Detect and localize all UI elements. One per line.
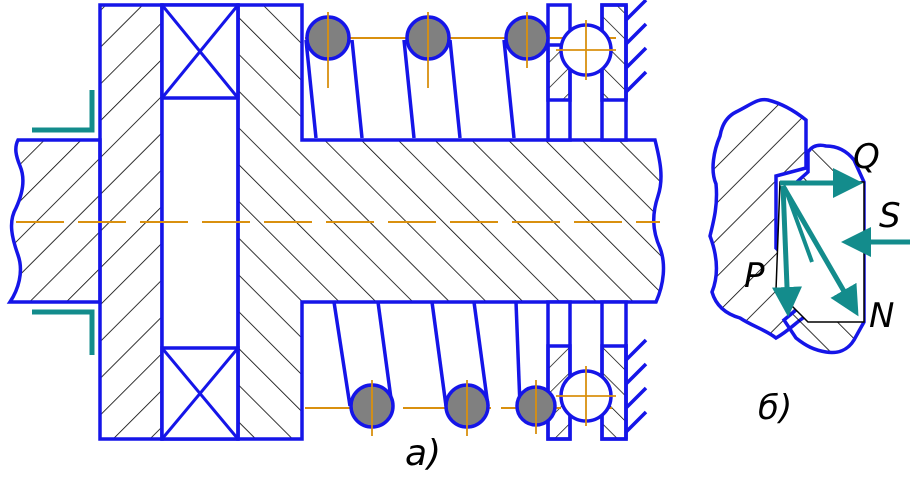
fixed-support-top bbox=[624, 0, 648, 100]
force-vectors bbox=[772, 168, 910, 317]
ball-centerlines-top bbox=[327, 12, 616, 88]
force-label-p: P bbox=[744, 256, 765, 296]
caption-view-a: a) bbox=[405, 433, 442, 474]
force-label-q: Q bbox=[853, 137, 880, 177]
view-a bbox=[6, 0, 666, 441]
view-b bbox=[708, 97, 910, 355]
force-label-s: S bbox=[879, 196, 901, 236]
force-n-arrow bbox=[780, 184, 859, 317]
force-p-arrow bbox=[772, 185, 802, 317]
section-marks bbox=[32, 90, 95, 355]
ball-centerlines-bottom bbox=[371, 366, 616, 436]
spring-bottom bbox=[332, 301, 522, 407]
fixed-support-bottom bbox=[624, 338, 648, 439]
force-label-n: N bbox=[869, 296, 895, 336]
caption-view-b: б) bbox=[758, 388, 793, 428]
